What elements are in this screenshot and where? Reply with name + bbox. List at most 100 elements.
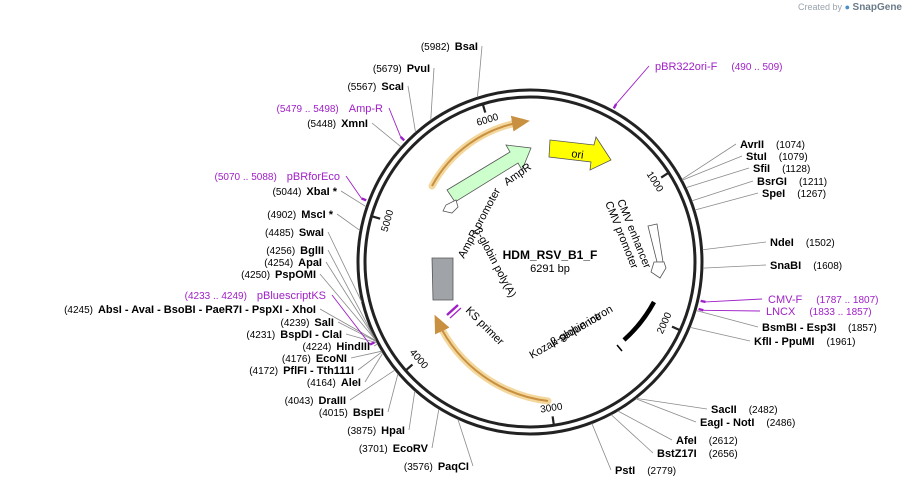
site-leader — [610, 414, 654, 454]
plasmid-name: HDM_RSV_B1_F — [503, 248, 598, 262]
site-position: (4231) — [246, 330, 275, 341]
feature-label-ks-primer: KS primer — [463, 305, 506, 348]
site-position: (4015) — [319, 408, 348, 419]
site-leader — [349, 369, 396, 401]
site-position: (4902) — [267, 210, 296, 221]
site-label: AleI — [341, 377, 361, 389]
site-label: AbsI - AvaI - BsoBI - PaeR7I - PspXI - X… — [98, 304, 316, 316]
site-leader — [408, 391, 416, 431]
site-label: XmnI — [341, 118, 368, 130]
credit-prefix: Created by — [798, 2, 843, 12]
site-label: PspOMI — [275, 269, 316, 281]
site-position: (1211) — [799, 177, 827, 188]
site-position: (4254) — [264, 258, 293, 269]
site-leader — [691, 180, 754, 202]
tick-mark — [481, 104, 487, 113]
site-label: ScaI — [381, 81, 404, 93]
site-leader — [694, 192, 759, 211]
site-leader — [702, 241, 767, 251]
tick-mark — [660, 172, 669, 179]
site-leader — [345, 333, 378, 344]
primer-label: Amp-R — [349, 103, 383, 115]
site-label: ApaI — [298, 257, 322, 269]
ori-feature — [548, 136, 612, 171]
primer-label: pBluescriptKS — [257, 290, 326, 302]
site-label: EagI - NotI — [700, 417, 754, 429]
site-position: (4224) — [302, 342, 331, 353]
site-label: BstZ17I — [657, 448, 697, 460]
site-leader — [682, 155, 743, 181]
site-labels: AvrII(1074)StuI(1079)SfiI(1128)BsrGI(121… — [64, 41, 878, 477]
site-position: (4256) — [266, 246, 295, 257]
site-position: (5448) — [307, 119, 336, 130]
site-position: (1961) — [827, 337, 856, 348]
site-label: PaqCI — [438, 461, 469, 473]
site-position: (4043) — [285, 396, 314, 407]
site-leader — [636, 397, 708, 410]
site-position: (4164) — [307, 378, 336, 389]
site-position: (4250) — [241, 270, 270, 281]
ampr-promoter-feature — [442, 199, 459, 214]
primer-label: pBR322ori-F — [655, 61, 718, 73]
site-leader — [357, 351, 383, 371]
plasmid-size: 6291 bp — [530, 263, 570, 275]
site-position: (2612) — [709, 436, 738, 447]
site-label: KflI - PpuMI — [754, 336, 815, 348]
site-label: BspEI — [353, 407, 384, 419]
site-leader — [702, 264, 767, 269]
site-leader — [327, 249, 376, 340]
site-label: EcoRV — [393, 443, 429, 455]
site-label: SwaI — [299, 227, 324, 239]
backbone-outer — [356, 88, 704, 436]
site-label: StuI — [746, 151, 767, 163]
ks-primer-feature — [446, 304, 459, 316]
site-label: XbaI * — [306, 186, 337, 198]
primer-leader — [703, 309, 761, 312]
primer-position: (1833 .. 1857) — [809, 307, 871, 318]
tick-label: 5000 — [380, 208, 397, 233]
site-leader — [319, 308, 377, 342]
site-position: (5679) — [373, 64, 402, 75]
primer-position: (5479 .. 5498) — [277, 104, 339, 115]
site-label: DraIII — [318, 395, 346, 407]
site-position: (5982) — [421, 42, 450, 53]
site-position: (5044) — [273, 187, 302, 198]
bglobin-intron-feature — [622, 300, 656, 342]
kozak-sequence-feature — [616, 344, 623, 352]
site-leader — [340, 190, 367, 208]
site-label: MscI * — [301, 209, 334, 221]
tick-label: 3000 — [540, 401, 564, 415]
orf-arc-top-left-core — [431, 115, 530, 187]
cmv-promoter-feature — [650, 261, 667, 279]
orf-arc-bottom-core — [434, 314, 549, 402]
site-leader — [327, 231, 363, 303]
site-leader — [387, 373, 399, 413]
site-leader — [431, 408, 440, 449]
site-leader — [695, 310, 759, 328]
site-position: (1267) — [797, 189, 826, 200]
cmv-enhancer-feature — [647, 223, 664, 263]
ampr-feature — [446, 144, 532, 203]
tick-mark — [372, 215, 381, 220]
feature-label-ori: ori — [571, 148, 585, 162]
credit-brand: SnapGene — [852, 2, 902, 13]
site-leader — [591, 423, 612, 471]
snapgene-logo-icon: ● — [844, 2, 851, 12]
site-leader — [407, 85, 416, 133]
site-position: (2656) — [709, 449, 738, 460]
site-position: (4176) — [282, 354, 311, 365]
site-leader — [477, 45, 483, 98]
primer-label: pBRforEco — [287, 171, 340, 183]
site-position: (4245) — [64, 305, 93, 316]
tick-mark — [551, 416, 555, 425]
primer-position: (1787 .. 1807) — [816, 295, 878, 306]
site-label: BsrGI — [757, 176, 787, 188]
primer-leader — [705, 298, 763, 303]
site-position: (1857) — [848, 323, 877, 334]
site-label: SfiI — [753, 163, 770, 175]
site-label: SnaBI — [770, 260, 801, 272]
site-position: (1128) — [782, 164, 810, 175]
site-position: (4172) — [249, 366, 278, 377]
site-label: SacII — [711, 404, 737, 416]
site-label: EcoNI — [316, 353, 347, 365]
